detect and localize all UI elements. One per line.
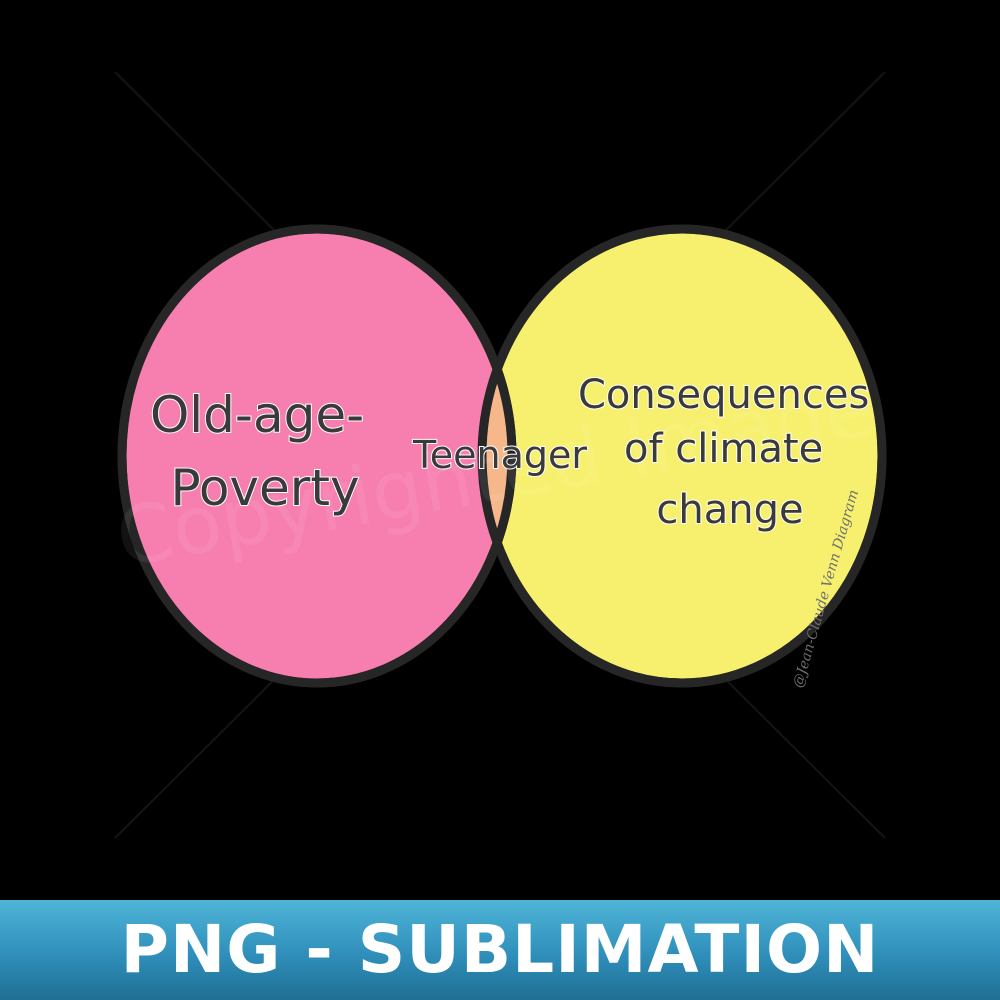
- right-set-label-line-1: Consequences: [578, 372, 869, 418]
- left-set-label: Old-age- Poverty: [150, 386, 380, 517]
- right-set-label-line-2: of climate: [624, 426, 823, 472]
- right-set-outline: [477, 224, 887, 688]
- left-set-outline: [117, 224, 517, 688]
- right-set-label: Consequences of climate change: [578, 372, 882, 533]
- banner-text: PNG - SUBLIMATION: [120, 911, 880, 988]
- banner: PNG - SUBLIMATION: [0, 900, 1000, 1000]
- left-set-label-line-1: Old-age-: [150, 386, 364, 444]
- venn-diagram: Copyrighted Image Old-age- Poverty Teena…: [110, 71, 887, 839]
- intersection-label: Teenager: [412, 433, 587, 477]
- right-set-label-line-3: change: [656, 487, 803, 533]
- left-set-label-line-2: Poverty: [170, 459, 359, 517]
